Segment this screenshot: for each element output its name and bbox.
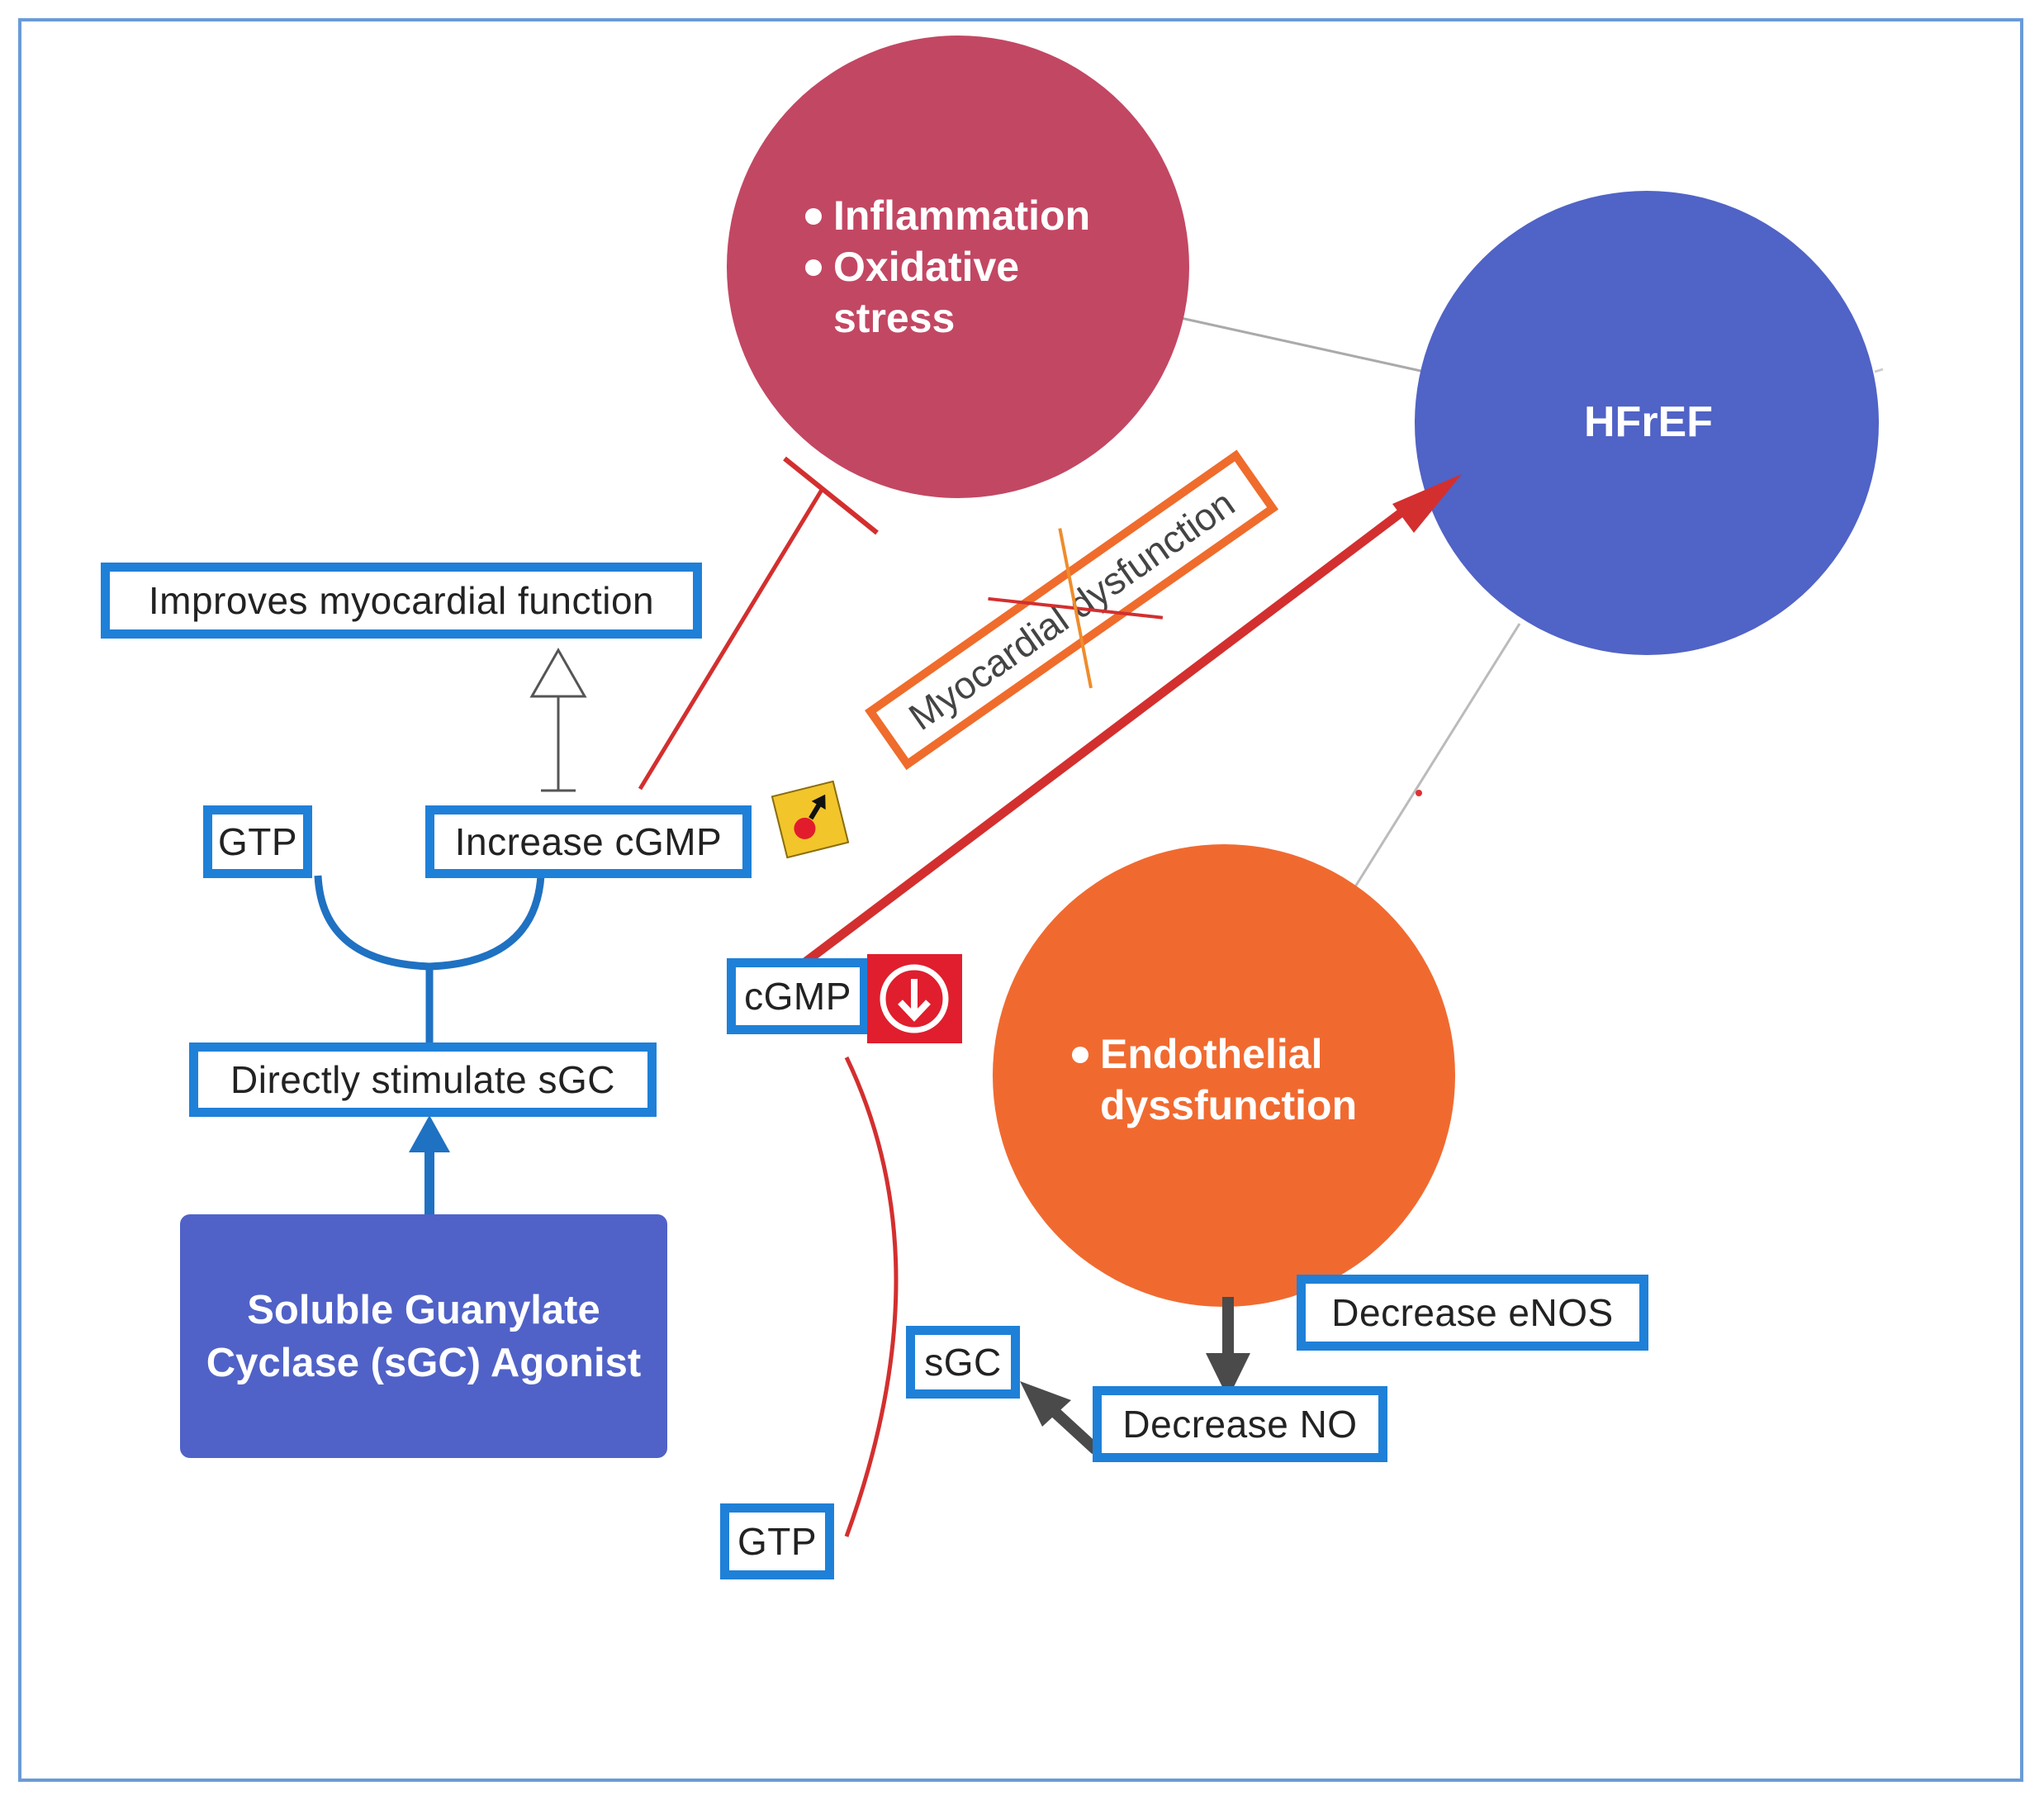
endothelial-line-2: dyssfunction xyxy=(1100,1082,1358,1128)
inhibit-bar xyxy=(783,456,879,535)
sgc-box: sGC xyxy=(906,1326,1020,1399)
increase-cgmp-box: Increase cGMP xyxy=(425,805,752,878)
inhibit-line xyxy=(638,488,824,791)
endothelial-item: Endothelial xyxy=(1072,1028,1357,1080)
cgmp-hfref-arrow-shaft xyxy=(796,501,1414,971)
blue-y-connector xyxy=(314,875,545,971)
gtp-bottom-box: GTP xyxy=(720,1503,834,1579)
down-arrow-icon xyxy=(867,954,962,1043)
red-speck xyxy=(1416,790,1422,796)
inflammation-line-2: Oxidative xyxy=(833,244,1020,290)
agonist-line-2: Cyclase (sGC) Agonist xyxy=(206,1340,642,1385)
bullet-dot xyxy=(805,208,822,225)
oxidative-item: Oxidative xyxy=(805,241,1090,292)
connector-inflammation-hfref xyxy=(1180,316,1425,373)
endothelial-circle xyxy=(993,844,1455,1307)
hfref-circle xyxy=(1415,191,1879,655)
inflammation-item: Inflammation xyxy=(805,190,1090,241)
directly-stimulate-box: Directly stimulate sGC xyxy=(189,1042,657,1117)
myocardial-dysfunction-label: Myocardial dysfunction xyxy=(865,449,1279,771)
no-sgc-arrow-shaft xyxy=(1051,1408,1100,1455)
improve-arrow-head xyxy=(529,647,587,698)
bullet-dot xyxy=(805,259,822,276)
connector-hfref-edge xyxy=(1874,368,1884,373)
sgc-agonist-box: Soluble Guanylate Cyclase (sGC) Agonist xyxy=(180,1214,667,1458)
endothelial-line-1: Endothelial xyxy=(1100,1031,1323,1077)
agonist-arrow-head xyxy=(409,1115,450,1152)
figure-frame xyxy=(18,18,2023,1782)
connector-hfref-endothelial xyxy=(1353,623,1521,889)
gtp-left-box: GTP xyxy=(203,805,312,878)
improves-box: Improves myocardial function xyxy=(101,563,702,639)
cross-out-icon xyxy=(988,528,1164,689)
increase-icon xyxy=(771,780,850,859)
inflammation-line-1: Inflammation xyxy=(833,192,1091,239)
inflammation-circle xyxy=(727,36,1189,498)
decrease-enos-box: Decrease eNOS xyxy=(1297,1275,1648,1351)
endothelial-no-arrow-head xyxy=(1206,1353,1250,1399)
agonist-line-1: Soluble Guanylate xyxy=(247,1287,600,1332)
bullet-dot xyxy=(1072,1047,1088,1063)
hfref-text: HFrEF xyxy=(1584,398,1713,446)
cgmp-hfref-arrow-head xyxy=(1392,474,1462,533)
inflammation-line-3: stress xyxy=(833,295,956,341)
cgmp-gtp-curve xyxy=(844,1056,899,1537)
inflammation-text: Inflammation Oxidative stress xyxy=(805,190,1090,344)
no-sgc-arrow-head xyxy=(1020,1381,1071,1427)
decrease-no-box: Decrease NO xyxy=(1093,1386,1387,1462)
cgmp-box: cGMP xyxy=(727,958,869,1034)
endothelial-text: Endothelial dyssfunction xyxy=(1072,1028,1357,1131)
